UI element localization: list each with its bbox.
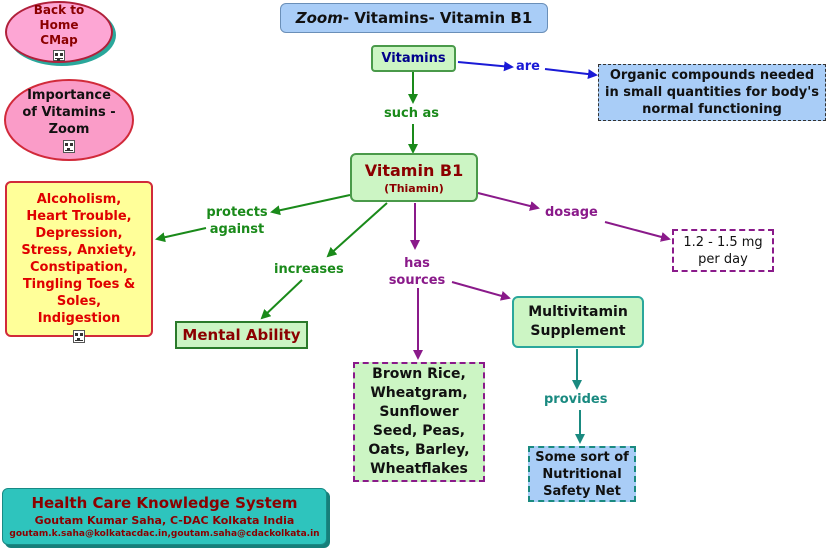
importance-label: Importance of Vitamins - Zoom (22, 88, 116, 137)
importance-vitamins-button[interactable]: Importance of Vitamins - Zoom (4, 79, 134, 161)
edge-are-organic (544, 68, 598, 80)
node-vitamin-b1: Vitamin B1 (Thiamin) (350, 153, 478, 202)
node-food-sources: Brown Rice, Wheatgram, Sunflower Seed, P… (353, 362, 485, 482)
edge-b1-dosage (477, 192, 540, 211)
cmap-link-icon[interactable] (63, 140, 75, 153)
node-mental-ability: Mental Ability (175, 321, 308, 349)
footer-title: Health Care Knowledge System (31, 494, 298, 512)
cmap-link-icon[interactable] (53, 50, 65, 61)
edge-increases-mental (260, 279, 303, 320)
page-title: Zoom- Vitamins- Vitamin B1 (280, 3, 548, 33)
node-diseases: Alcoholism, Heart Trouble, Depression, S… (5, 181, 153, 337)
edge-dosage-value (604, 221, 671, 242)
node-safety-net: Some sort of Nutritional Safety Net (528, 446, 636, 502)
link-such-as: such as (384, 106, 439, 121)
back-home-label: Back to Home CMap (33, 3, 85, 47)
node-vitamins: Vitamins (371, 45, 456, 72)
title-zoom: Zoom (295, 9, 343, 27)
link-has-sources: has sources (388, 256, 446, 288)
footer-author: Goutam Kumar Saha, C-DAC Kolkata India (34, 514, 295, 527)
thiamin-label: (Thiamin) (384, 181, 444, 195)
node-dosage-value: 1.2 - 1.5 mg per day (672, 229, 774, 272)
cmap-link-icon[interactable] (73, 330, 85, 343)
vitamin-b1-label: Vitamin B1 (364, 160, 464, 180)
link-dosage: dosage (545, 205, 598, 220)
link-are: are (516, 59, 541, 74)
back-home-button[interactable]: Back to Home CMap (5, 1, 113, 63)
edge-vitamins-are (457, 61, 514, 72)
edge-hassources-multi (451, 281, 511, 301)
footer-emails: goutam.k.saha@kolkatacdac.in,goutam.saha… (9, 529, 320, 539)
edge-b1-increases (326, 202, 388, 258)
node-organic-compounds: Organic compounds needed in small quanti… (598, 64, 826, 121)
link-protects-against: protects against (206, 205, 268, 237)
edge-b1-protects (270, 194, 351, 216)
title-rest: - Vitamins- Vitamin B1 (342, 9, 533, 27)
link-provides: provides (544, 392, 608, 407)
footer-credits: Health Care Knowledge System Goutam Kuma… (2, 488, 327, 545)
link-increases: increases (274, 262, 344, 277)
edge-protects-diseases (155, 227, 207, 243)
node-multivitamin: Multivitamin Supplement (512, 296, 644, 348)
